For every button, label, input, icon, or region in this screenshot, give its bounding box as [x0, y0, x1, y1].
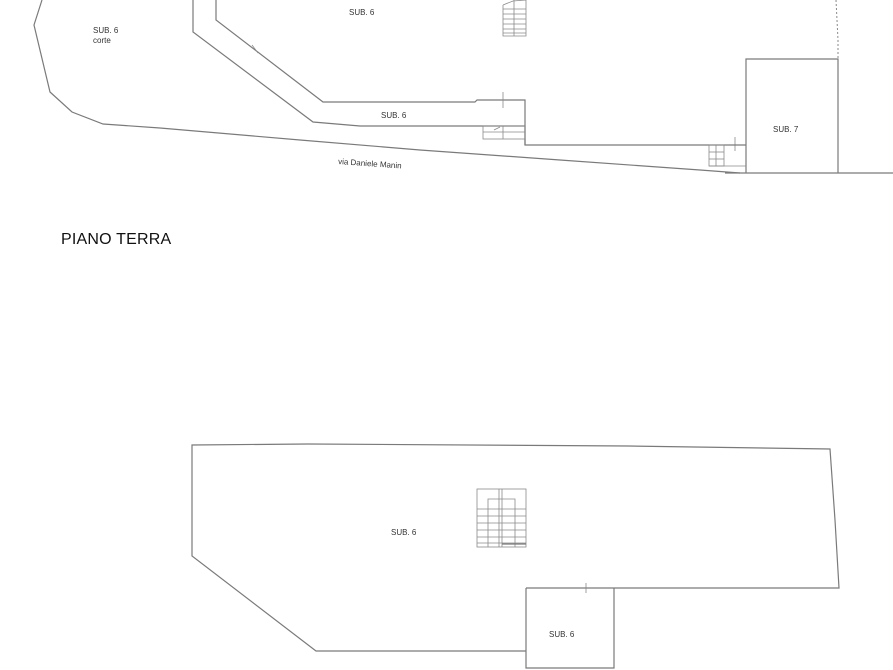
stair-symbol-bottom — [476, 488, 527, 548]
label-annex: SUB. 6 — [549, 630, 575, 639]
annex-outline — [525, 588, 615, 669]
tick-mark — [251, 44, 259, 54]
floor-title: PIANO TERRA — [61, 231, 172, 248]
main-room-outline — [191, 443, 840, 652]
label-courtyard-sub: SUB. 6 — [93, 26, 119, 35]
building-inner-wall — [215, 0, 526, 145]
label-main-room-bottom: SUB. 6 — [391, 528, 417, 537]
label-corridor: SUB. 6 — [381, 111, 407, 120]
label-main-room-top: SUB. 6 — [349, 8, 375, 17]
stair-symbol-entrance — [708, 144, 746, 167]
stair-symbol-small — [482, 125, 526, 140]
bottom-plan: SUB. 6 SUB. 6 — [191, 443, 840, 669]
stair-symbol-top — [502, 0, 527, 37]
label-street: via Daniele Manin — [338, 157, 402, 170]
label-sub7: SUB. 7 — [773, 125, 799, 134]
top-plan: SUB. 6 corte SUB. 6 SUB. 6 SUB. 7 via Da… — [33, 0, 893, 174]
property-boundary — [835, 0, 839, 59]
building-outer-wall — [192, 0, 706, 146]
courtyard-outline — [33, 0, 741, 174]
sub7-outline — [745, 58, 839, 173]
label-courtyard-note: corte — [93, 36, 111, 45]
